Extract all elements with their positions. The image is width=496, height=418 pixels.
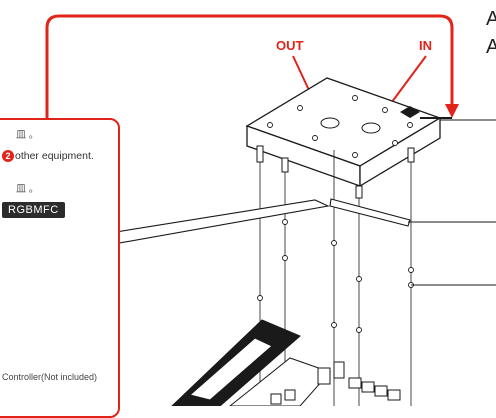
out-label: OUT xyxy=(276,38,304,53)
out-port xyxy=(320,117,340,129)
model-tag: RGBMFC xyxy=(2,202,65,218)
inset-note-line-3: 皿 。 xyxy=(16,184,39,195)
pointer-lines xyxy=(408,119,496,286)
thermal-pads xyxy=(64,198,411,251)
top-screws xyxy=(267,95,413,158)
inset-note-line-1: 皿 。 xyxy=(16,130,39,141)
corner-heading-1: A xyxy=(486,8,496,30)
in-port xyxy=(361,122,381,134)
corner-heading-2: A xyxy=(486,36,496,58)
other-equipment-text: other equipment. xyxy=(15,150,94,162)
loop-arrowhead xyxy=(445,104,459,118)
in-label: IN xyxy=(419,38,432,53)
loop-pipe xyxy=(45,14,454,122)
step-2-badge: 2 xyxy=(2,150,14,163)
controller-not-included-caption: Controller(Not included) xyxy=(2,372,98,382)
top-block xyxy=(245,77,442,188)
motherboard xyxy=(171,319,401,406)
rgb-connector xyxy=(400,106,420,118)
